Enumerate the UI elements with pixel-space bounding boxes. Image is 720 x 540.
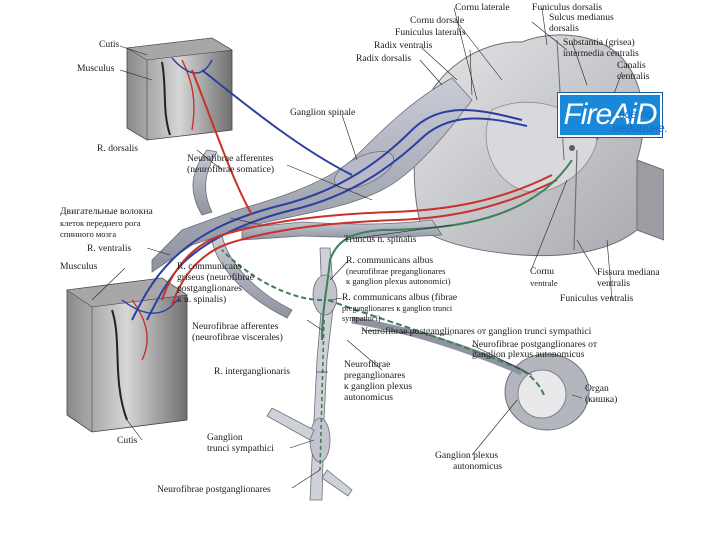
label-cornu-laterale: Cornu laterale: [455, 3, 510, 13]
label-neuro-aff-visc-1: Neurofibrae afferentes: [192, 322, 278, 332]
label-r-dorsalis: R. dorsalis: [97, 144, 138, 154]
label-musculus-top: Musculus: [77, 64, 114, 74]
label-organ-2: (кишка): [585, 395, 617, 405]
label-r-comm-albus2-1: R. communicans albus (fibrae: [342, 293, 457, 303]
label-neuro-aff-visc-2: (neurofibrae viscerales): [192, 333, 283, 343]
label-ru-1: Двигательные волокна: [60, 207, 153, 217]
label-r-comm-albus-2: (neurofibrae preganglionares: [346, 266, 446, 276]
label-r-comm-albus-1: R. communicans albus: [346, 256, 433, 266]
label-cutis-top: Cutis: [99, 40, 119, 50]
label-neuro-pre-2: preganglionares: [344, 371, 405, 381]
label-funiculus-ventralis: Funiculus ventralis: [560, 294, 633, 304]
label-neuro-pre-3: к ganglion plexus: [344, 382, 412, 392]
label-sulcus-dorsalis: dorsalis: [549, 24, 579, 34]
watermark-caption-line1: - все по: [612, 108, 668, 122]
label-fissura-1: Fissura mediana: [597, 268, 660, 278]
watermark-caption-line2: медицине.: [612, 122, 668, 136]
label-cornu-ventrale-2: ventrale: [530, 278, 558, 288]
label-neuro-afferentes-2: (neurofibrae somatice): [187, 165, 274, 175]
label-neuro-pre-1: Neurofibrae: [344, 360, 390, 370]
label-ganglion-trunci-2: trunci sympathici: [207, 444, 274, 454]
label-r-comm-albus-3: к ganglion plexus autonomici): [346, 276, 451, 286]
label-radix-dorsalis: Radix dorsalis: [356, 54, 411, 64]
label-r-comm-griseus-4: к n. spinalis): [177, 295, 226, 305]
label-r-comm-griseus-3: postganglionares: [177, 284, 242, 294]
label-r-comm-griseus-2: griseus (neurofibrae: [177, 273, 254, 283]
label-organ-1: Organ: [585, 384, 609, 394]
label-centralis: centralis: [617, 72, 650, 82]
label-canalis: Canalis: [617, 61, 646, 71]
label-radix-ventralis: Radix ventralis: [374, 41, 432, 51]
label-ru-3: спинного мозга: [60, 229, 116, 239]
label-truncus: Truncus n. spinalis: [344, 235, 416, 245]
label-r-interganglionaris: R. interganglionaris: [214, 367, 290, 377]
label-ganglion-plexus-2: autonomicus: [453, 462, 502, 472]
label-cutis-bottom: Cutis: [117, 436, 137, 446]
label-neuro-afferentes-1: Neurofibrae afferentes: [187, 154, 273, 164]
label-neuro-post-plexus-2: ganglion plexus autonomicus: [472, 350, 584, 360]
label-neuro-post-trunci: Neurofibrae postganglionares от ganglion…: [361, 327, 591, 337]
label-cornu-ventrale-1: Cornu: [530, 267, 554, 277]
label-musculus-bottom: Musculus: [60, 262, 97, 272]
tissue-block-bottom: [67, 278, 187, 432]
label-sulcus-medianus: Sulcus medianus: [549, 13, 614, 23]
label-cornu-dorsale: Cornu dorsale: [410, 16, 464, 26]
label-neuro-postgang-bottom: Neurofibrae postganglionares: [157, 485, 271, 495]
label-neuro-pre-4: autonomicus: [344, 393, 393, 403]
label-r-comm-albus2-2: preganglionares к ganglion trunci: [342, 304, 452, 314]
label-ru-2: клеток переднего рога: [60, 218, 141, 228]
label-r-comm-griseus-1: R. communicans: [177, 262, 241, 272]
label-fissura-2: ventralis: [597, 279, 630, 289]
label-ganglion-spinale: Ganglion spinale: [290, 108, 355, 118]
label-funiculus-lateralis: Funiculus lateralis: [395, 28, 466, 38]
anatomy-illustration: Cornu laterale Funiculus dorsalis Sulcus…: [52, 0, 664, 512]
label-substantia: Substantia (grisea): [563, 38, 635, 48]
label-r-comm-albus2-3: sympathici): [342, 314, 381, 324]
label-r-ventralis: R. ventralis: [87, 244, 131, 254]
label-ganglion-plexus-1: Ganglion plexus: [435, 451, 498, 461]
watermark-caption: - все по медицине.: [612, 108, 668, 136]
label-ganglion-trunci-1: Ganglion: [207, 433, 243, 443]
label-intermedia: intermedia centralis: [563, 49, 639, 59]
